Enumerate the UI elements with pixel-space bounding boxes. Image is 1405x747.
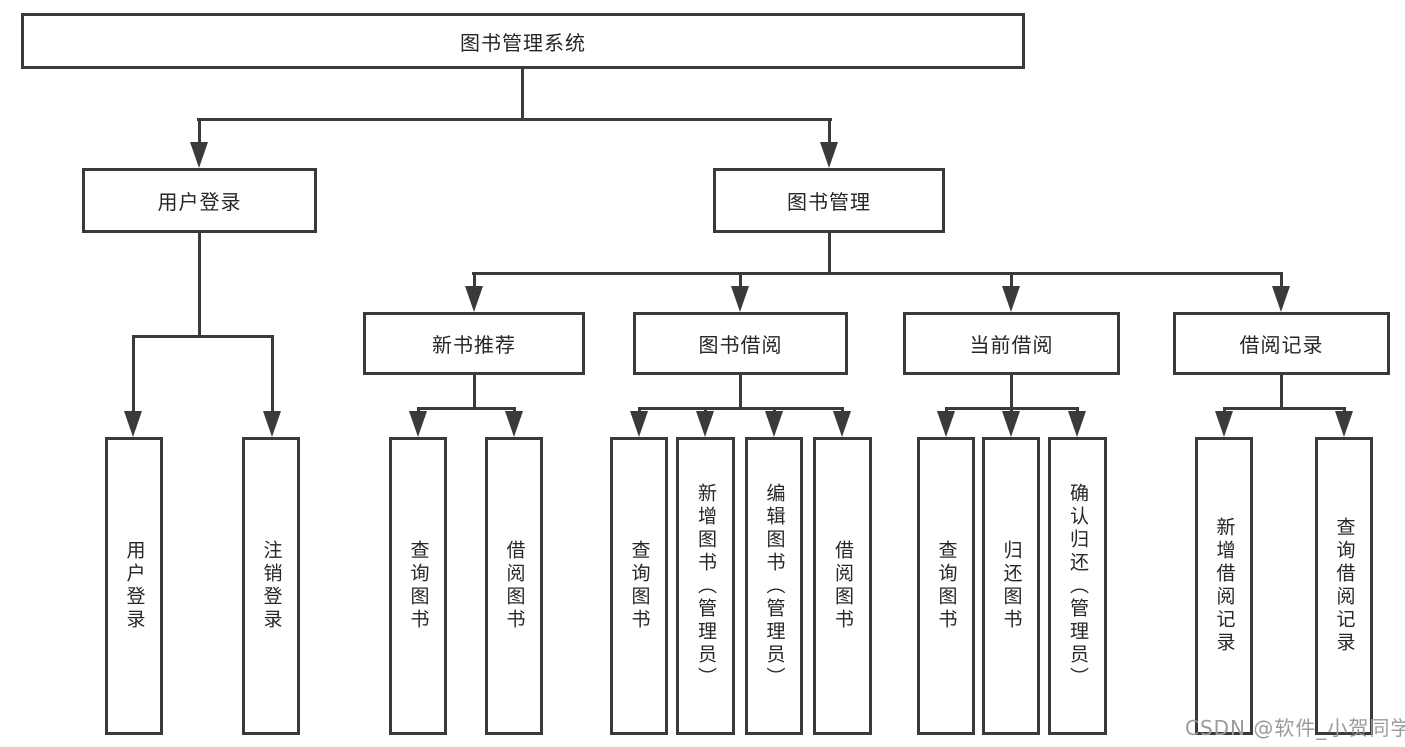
connector-records-crossbar bbox=[1223, 407, 1346, 410]
connector-borrowing-crossbar bbox=[638, 407, 844, 410]
node-new-book-recommend: 新书推荐 bbox=[363, 312, 585, 375]
arrowhead-bb-add bbox=[696, 411, 714, 437]
connector-root-crossbar bbox=[197, 118, 832, 121]
arrowhead-rec-add bbox=[1215, 411, 1233, 437]
connector-root-stem bbox=[521, 69, 524, 121]
connector-drop-current-borrow bbox=[1010, 272, 1013, 288]
connector-bookmgmt-stem bbox=[828, 233, 831, 275]
leaf-cb-confirm-return-admin-label: 确认归还（管理员） bbox=[1067, 482, 1089, 690]
leaf-cb-query-books-label: 查询图书 bbox=[935, 540, 958, 632]
node-new-book-recommend-label: 新书推荐 bbox=[432, 333, 516, 357]
connector-userlogin-crossbar bbox=[132, 335, 274, 338]
leaf-cb-confirm-return-admin: 确认归还（管理员） bbox=[1048, 437, 1107, 735]
connector-drop-user-login bbox=[198, 118, 201, 144]
leaf-cb-return-books-label: 归还图书 bbox=[1000, 540, 1023, 632]
node-root: 图书管理系统 bbox=[21, 13, 1025, 69]
leaf-nb-borrow-books: 借阅图书 bbox=[485, 437, 543, 735]
leaf-user-login: 用户登录 bbox=[105, 437, 163, 735]
connector-newbook-crossbar bbox=[417, 407, 516, 410]
arrowhead-cb-query bbox=[937, 411, 955, 437]
leaf-bb-query-books: 查询图书 bbox=[610, 437, 668, 735]
leaf-rec-add-record-label: 新增借阅记录 bbox=[1213, 517, 1236, 655]
leaf-rec-query-record: 查询借阅记录 bbox=[1315, 437, 1373, 735]
node-borrowing-records: 借阅记录 bbox=[1173, 312, 1390, 375]
leaf-cb-query-books: 查询图书 bbox=[917, 437, 975, 735]
arrowhead-leaf-logout bbox=[263, 411, 281, 437]
arrowhead-nb-query bbox=[409, 411, 427, 437]
leaf-bb-edit-books-admin: 编辑图书（管理员） bbox=[745, 437, 803, 735]
leaf-bb-borrow-books: 借阅图书 bbox=[813, 437, 872, 735]
arrowhead-current-borrow bbox=[1002, 286, 1020, 312]
leaf-bb-add-books-admin: 新增图书（管理员） bbox=[676, 437, 735, 735]
arrowhead-bb-query bbox=[630, 411, 648, 437]
connector-drop-leaf-logout bbox=[271, 335, 274, 413]
leaf-bb-query-books-label: 查询图书 bbox=[628, 540, 651, 632]
arrowhead-cb-return bbox=[1002, 411, 1020, 437]
leaf-cb-return-books: 归还图书 bbox=[982, 437, 1040, 735]
connector-drop-new-book bbox=[473, 272, 476, 288]
leaf-bb-add-books-admin-label: 新增图书（管理员） bbox=[695, 482, 717, 690]
node-book-borrowing-label: 图书借阅 bbox=[698, 333, 783, 357]
leaf-nb-query-books: 查询图书 bbox=[389, 437, 447, 735]
arrowhead-rec-query bbox=[1335, 411, 1353, 437]
arrowhead-bb-edit bbox=[765, 411, 783, 437]
leaf-user-login-label: 用户登录 bbox=[123, 540, 146, 632]
connector-drop-leaf-login bbox=[132, 335, 135, 413]
connector-drop-book-borrow bbox=[739, 272, 742, 288]
connector-newbook-stem bbox=[473, 375, 476, 410]
node-book-borrowing: 图书借阅 bbox=[633, 312, 848, 375]
node-current-borrowing: 当前借阅 bbox=[903, 312, 1120, 375]
connector-drop-borrow-record bbox=[1280, 272, 1283, 288]
node-book-management: 图书管理 bbox=[713, 168, 945, 233]
leaf-logout-label: 注销登录 bbox=[260, 540, 283, 632]
leaf-rec-add-record: 新增借阅记录 bbox=[1195, 437, 1253, 735]
arrowhead-bb-borrow bbox=[833, 411, 851, 437]
arrowhead-nb-borrow bbox=[505, 411, 523, 437]
arrowhead-user-login bbox=[190, 142, 208, 168]
arrowhead-cb-confirm bbox=[1068, 411, 1086, 437]
leaf-logout: 注销登录 bbox=[242, 437, 300, 735]
leaf-nb-query-books-label: 查询图书 bbox=[407, 540, 430, 632]
leaf-rec-query-record-label: 查询借阅记录 bbox=[1333, 517, 1356, 655]
node-user-login-group: 用户登录 bbox=[82, 168, 317, 233]
arrowhead-leaf-login bbox=[124, 411, 142, 437]
arrowhead-book-borrow bbox=[731, 286, 749, 312]
node-borrowing-records-label: 借阅记录 bbox=[1239, 333, 1324, 357]
csdn-watermark: CSDN @软件_小贺同学 bbox=[1185, 716, 1405, 740]
connector-borrowing-stem bbox=[739, 375, 742, 410]
node-current-borrowing-label: 当前借阅 bbox=[969, 333, 1054, 357]
node-book-management-label: 图书管理 bbox=[787, 190, 871, 214]
connector-drop-book-mgmt bbox=[828, 118, 831, 144]
connector-userlogin-stem bbox=[198, 233, 201, 335]
connector-current-stem bbox=[1010, 375, 1013, 410]
leaf-bb-edit-books-admin-label: 编辑图书（管理员） bbox=[763, 482, 786, 690]
node-user-login-group-label: 用户登录 bbox=[157, 190, 242, 214]
leaf-nb-borrow-books-label: 借阅图书 bbox=[503, 540, 526, 632]
arrowhead-borrow-record bbox=[1272, 286, 1290, 312]
connector-records-stem bbox=[1280, 375, 1283, 410]
leaf-bb-borrow-books-label: 借阅图书 bbox=[832, 540, 854, 632]
node-root-label: 图书管理系统 bbox=[460, 30, 586, 55]
arrowhead-new-book bbox=[465, 286, 483, 312]
connector-bookmgmt-crossbar bbox=[472, 272, 1282, 275]
arrowhead-book-mgmt bbox=[820, 142, 838, 168]
